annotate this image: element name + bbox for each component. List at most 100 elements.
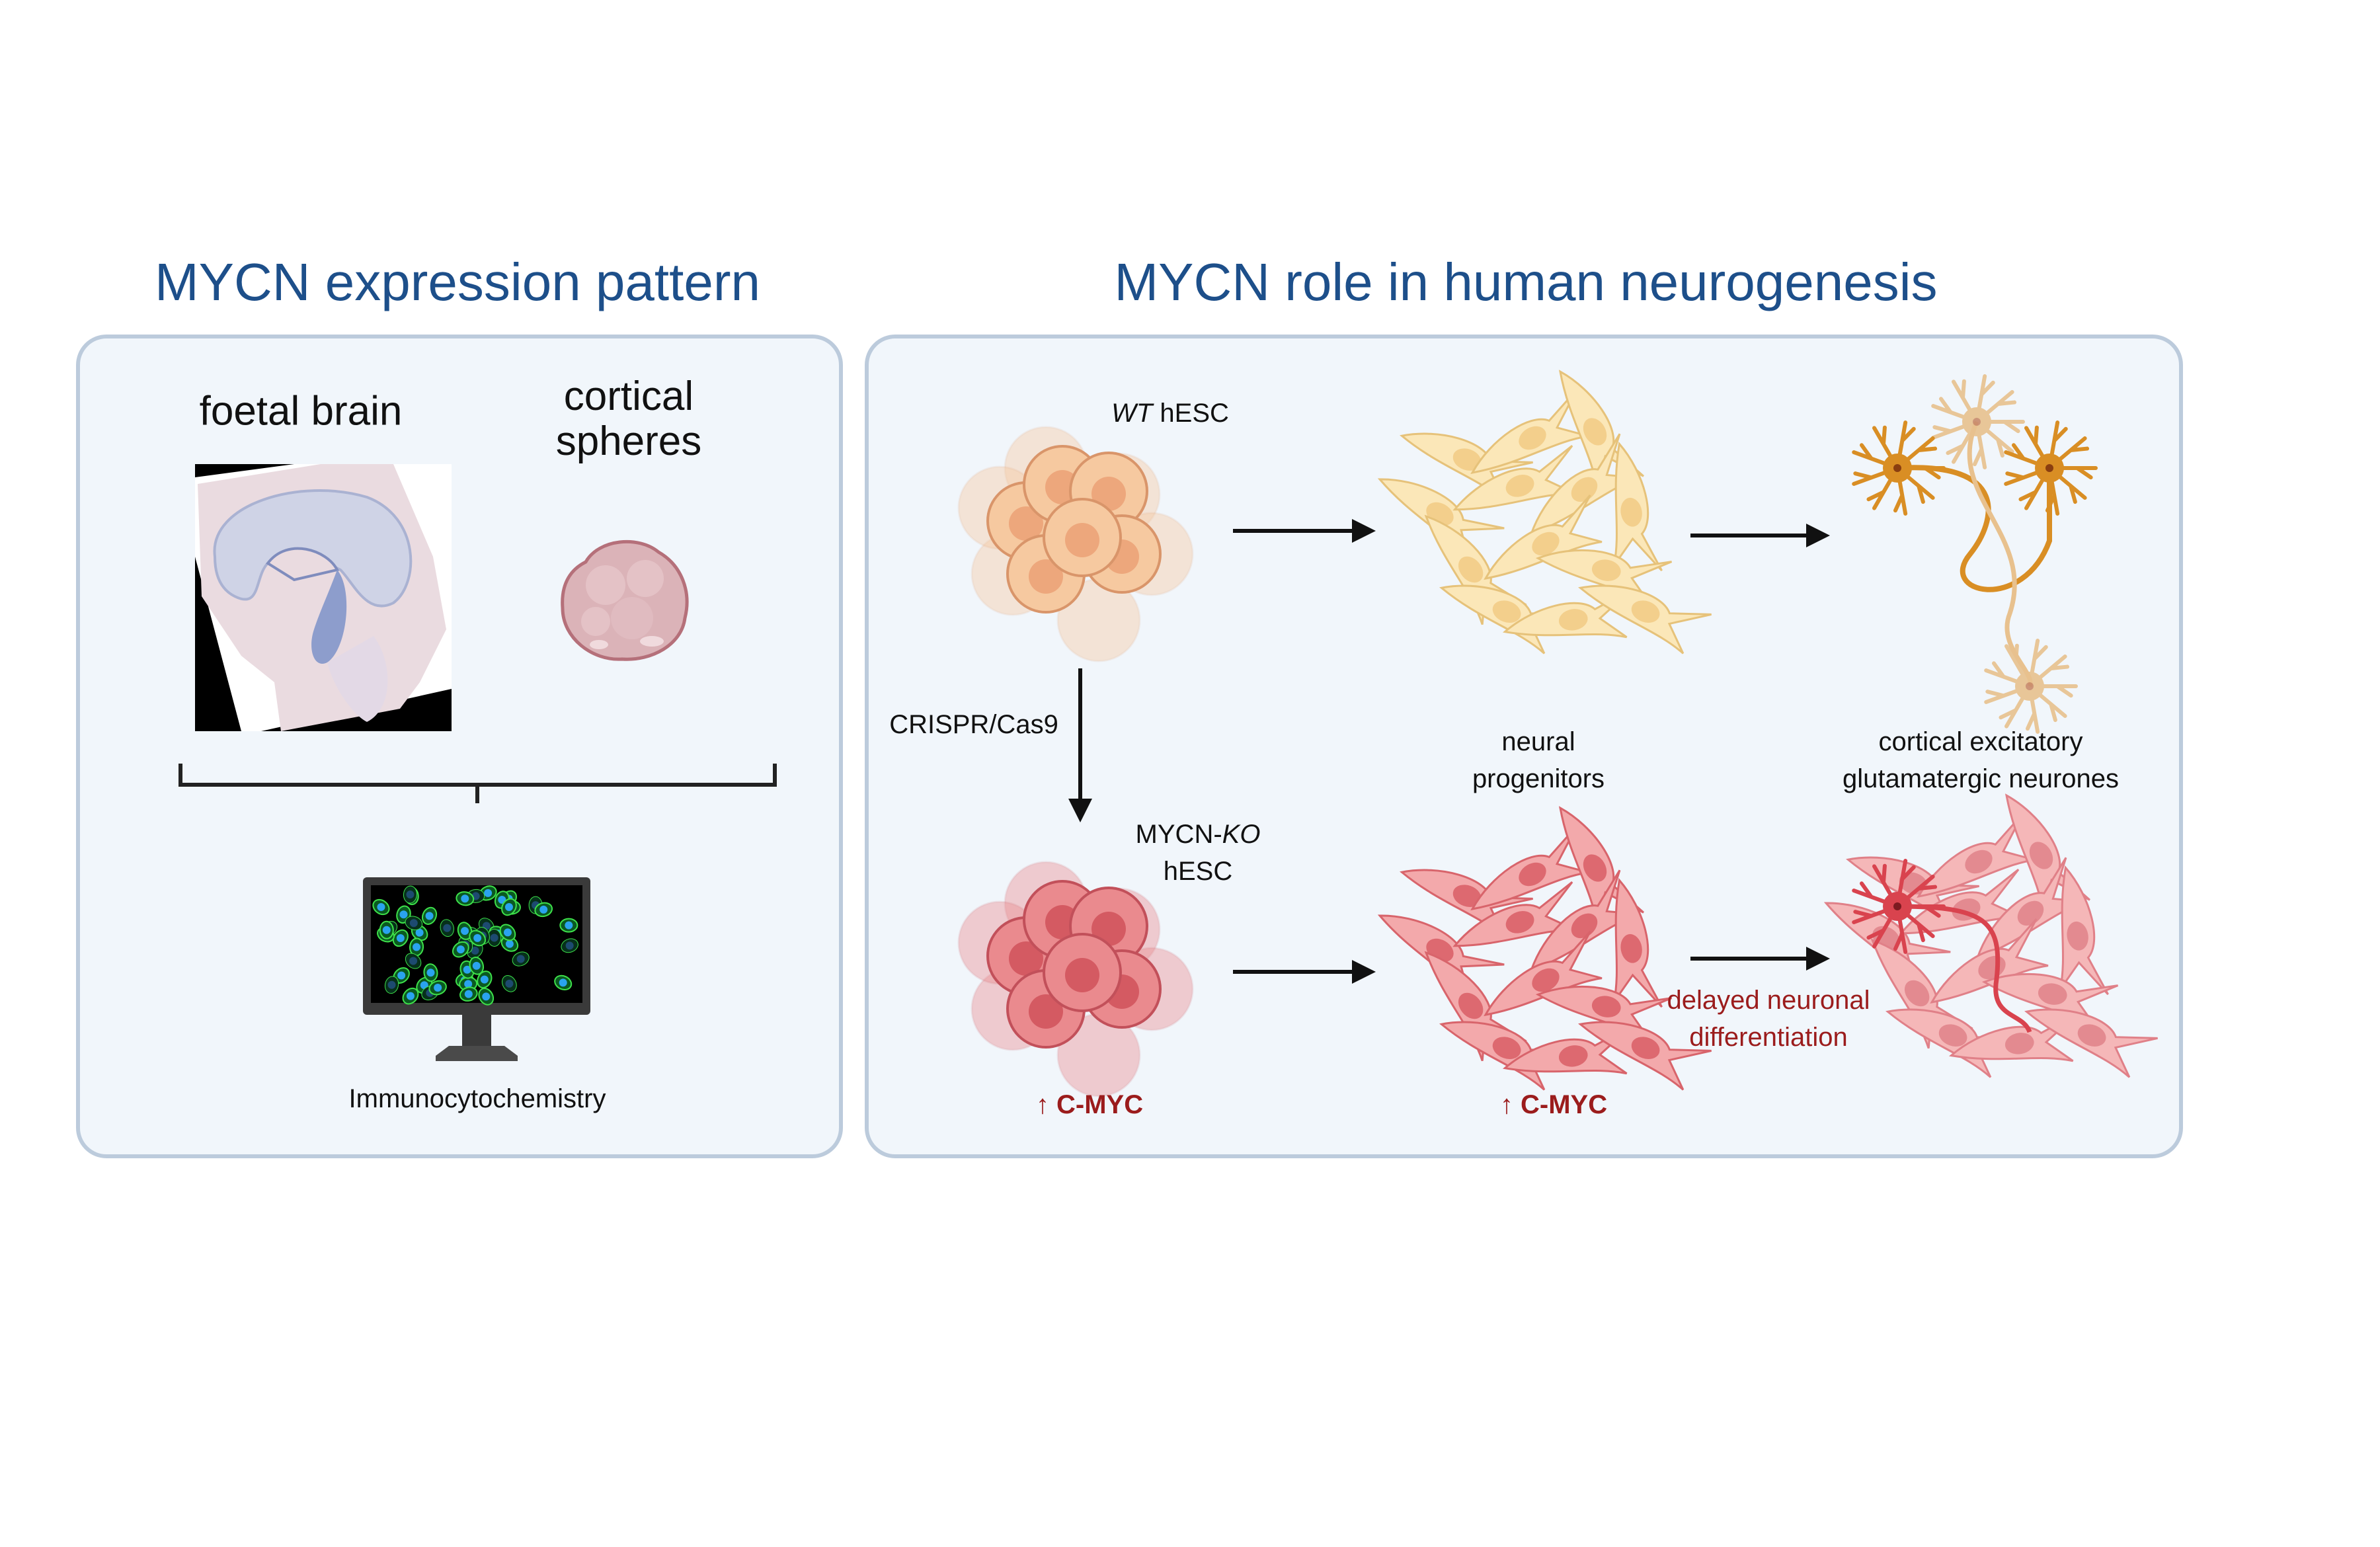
- ihc-nucleus: [397, 971, 406, 980]
- wt-neural-progenitors: [1377, 370, 1712, 654]
- progenitor-cell: [1484, 931, 1603, 1017]
- ko-label-line2: hESC: [1163, 857, 1233, 886]
- ihc-nucleus: [463, 965, 471, 974]
- ihc-nucleus: [464, 990, 473, 998]
- neuron: [1984, 639, 2078, 734]
- delayed-line2: differentiation: [1689, 1023, 1848, 1052]
- monitor-icon: [363, 877, 590, 1061]
- neuron: [2004, 420, 2098, 516]
- neurons-line2: glutamatergic neurones: [1842, 764, 2120, 793]
- cell-nucleus: [1065, 958, 1099, 992]
- ko-hesc-cluster: [957, 861, 1194, 1097]
- mycn-ko-hesc-label: MYCN-KO hESC: [1136, 816, 1261, 890]
- ihc-nucleus: [505, 979, 514, 988]
- ihc-nucleus: [565, 921, 573, 930]
- progenitor-cell: [1930, 918, 2049, 1004]
- wt-cortical-neurons: [1852, 374, 2098, 734]
- ihc-nucleus: [377, 903, 385, 912]
- grouping-bracket: [178, 764, 777, 803]
- progenitor-cell: [2024, 1008, 2158, 1078]
- progenitor-cell: [1885, 1008, 2019, 1078]
- progenitor-cell: [1452, 445, 1576, 511]
- ihc-nucleus: [505, 939, 514, 948]
- axon: [1967, 420, 2033, 688]
- delayed-line1: delayed neuronal: [1667, 986, 1870, 1015]
- ihc-nucleus: [464, 980, 473, 988]
- ihc-nucleus: [443, 924, 452, 932]
- cortical-neurones-label: cortical excitatory glutamatergic neuron…: [1843, 723, 2119, 797]
- ko-label-italic: KO: [1222, 820, 1261, 849]
- ihc-nucleus: [480, 975, 489, 984]
- progenitor-cell: [1484, 495, 1603, 580]
- immunocytochemistry-label: Immunocytochemistry: [348, 1084, 606, 1113]
- progenitor-cell: [1400, 432, 1533, 502]
- progenitor-cell: [1948, 1012, 2079, 1062]
- wt-hesc-label: WT hESC: [1111, 396, 1229, 430]
- ihc-nucleus: [559, 978, 567, 987]
- cell-nucleus: [1029, 559, 1063, 594]
- wt-label-rest: hESC: [1152, 399, 1229, 428]
- ihc-nucleus: [406, 992, 415, 1000]
- ihc-nucleus: [409, 957, 418, 965]
- ihc-nucleus: [565, 941, 574, 950]
- cmyc-up-label-progenitors: ↑ C-MYC: [1499, 1090, 1608, 1119]
- delayed-differentiation-label: delayed neuronal differentiation: [1667, 982, 1870, 1056]
- neuron: [1852, 859, 1946, 954]
- foetal-brain-section-image: [195, 464, 452, 731]
- ihc-nucleus: [434, 984, 442, 992]
- ihc-nucleus: [396, 933, 405, 942]
- ihc-nucleus: [461, 927, 469, 935]
- cell-nucleus: [1009, 506, 1043, 541]
- ko-delayed-neurons: [1823, 793, 2158, 1078]
- crispr-label: CRISPR/Cas9: [889, 710, 1058, 739]
- ihc-nucleus: [482, 992, 491, 1001]
- progenitor-cell: [1452, 881, 1576, 947]
- ko-label-prefix: MYCN-: [1135, 820, 1222, 849]
- right-panel-title: MYCN role in human neurogenesis: [1114, 253, 1938, 311]
- progenitor-cell: [2059, 865, 2109, 996]
- neurons-line1: cortical excitatory: [1878, 727, 2083, 756]
- wt-label-italic: WT: [1111, 399, 1153, 428]
- neuron: [1931, 374, 2025, 469]
- cortical-spheres-line1: cortical: [563, 374, 694, 419]
- ihc-nucleus: [516, 955, 525, 963]
- ihc-nucleus: [425, 912, 434, 920]
- ihc-nucleus: [472, 961, 481, 970]
- progenitor-cell: [1502, 1025, 1633, 1075]
- neural-progenitors-label: neural progenitors: [1472, 723, 1605, 797]
- ihc-nucleus: [539, 905, 548, 914]
- left-panel-title: MYCN expression pattern: [155, 253, 760, 311]
- cell-nucleus: [1009, 941, 1043, 976]
- progenitor-cell: [1578, 584, 1712, 654]
- cortical-spheres-label: cortical spheres: [556, 374, 702, 464]
- progenitor-cell: [1502, 588, 1633, 639]
- ihc-nucleus: [471, 946, 479, 955]
- progenitor-cell: [1400, 869, 1533, 939]
- cell-nucleus: [1029, 994, 1063, 1029]
- progenitors-line2: progenitors: [1472, 764, 1605, 793]
- foetal-brain-label: foetal brain: [199, 388, 403, 434]
- progenitor-cell: [1470, 825, 1589, 911]
- ihc-nucleus: [484, 889, 493, 897]
- progenitors-line1: neural: [1501, 727, 1575, 756]
- ihc-nucleus: [504, 902, 513, 911]
- ihc-nucleus: [399, 910, 408, 919]
- ihc-nucleus: [382, 926, 391, 934]
- progenitor-cell: [1470, 389, 1589, 475]
- ihc-nucleus: [426, 969, 435, 977]
- ihc-nucleus: [490, 933, 498, 942]
- cell-nucleus: [1065, 523, 1099, 557]
- cortical-sphere-icon: [561, 539, 689, 661]
- progenitor-cell: [1612, 877, 1663, 1008]
- ihc-nucleus: [456, 945, 465, 954]
- progenitor-cell: [1612, 441, 1663, 572]
- ihc-nucleus: [409, 919, 418, 928]
- ihc-nucleus: [461, 894, 469, 903]
- progenitor-cell: [1578, 1021, 1712, 1091]
- axon: [1897, 904, 2032, 1033]
- progenitor-cell: [1917, 813, 2036, 898]
- progenitor-cell: [1870, 938, 1973, 1049]
- ihc-nucleus: [413, 943, 421, 951]
